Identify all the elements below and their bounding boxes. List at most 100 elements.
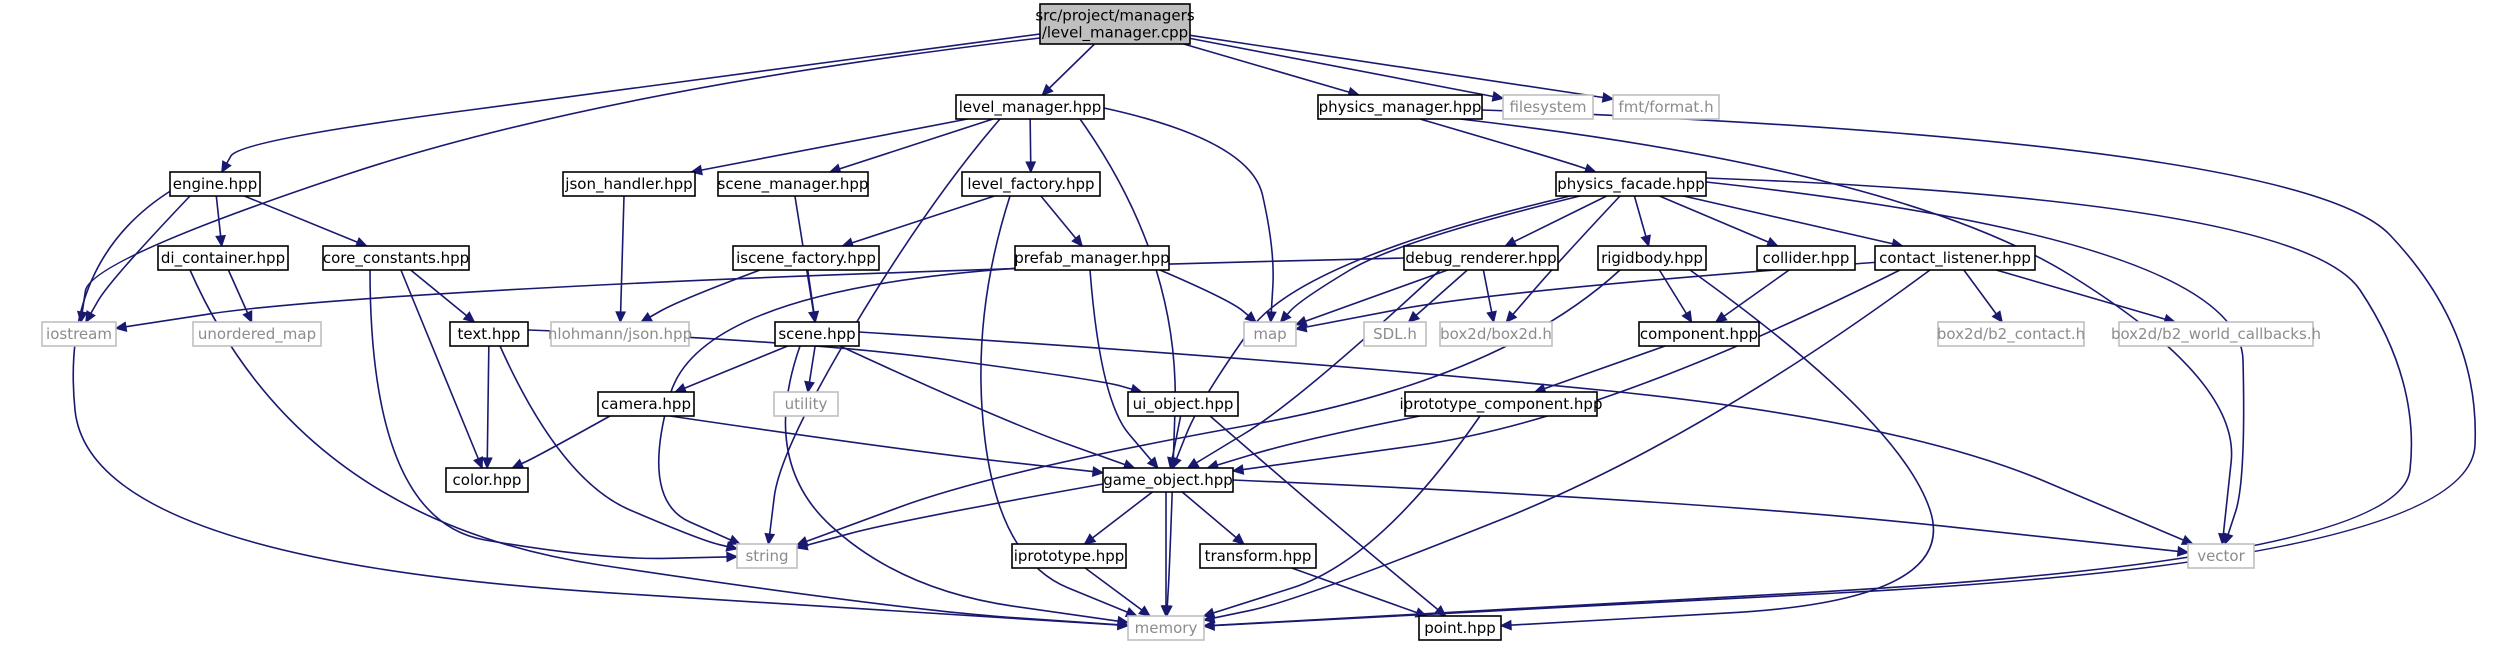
edge-line [221, 33, 1041, 173]
node-box [192, 321, 322, 347]
edge-physics_facade_hpp-to-map [1279, 195, 1581, 324]
node-box [550, 321, 690, 347]
node-component-hpp[interactable]: component.hpp [1638, 321, 1760, 347]
edge-arrowhead [215, 234, 226, 248]
node-box [1756, 245, 1856, 271]
node-collider-hpp[interactable]: collider.hpp [1756, 245, 1856, 271]
edge-prefab_manager_hpp-to-string [657, 267, 1021, 545]
edge-arrowhead [242, 310, 253, 324]
node-rigidbody-hpp[interactable]: rigidbody.hpp [1597, 245, 1707, 271]
node-box [1011, 543, 1127, 569]
node-box [449, 321, 529, 347]
node-ui-object-hpp[interactable]: ui_object.hpp [1127, 391, 1239, 417]
node-iprototype-component-hpp[interactable]: iprototype_component.hpp [1400, 391, 1603, 417]
edge-arrowhead [1407, 310, 1421, 323]
node-label: box2d/b2_contact.h [1937, 325, 2085, 344]
edge-game_object_hpp-to-transform_hpp [1181, 491, 1245, 545]
edge-physics_facade_hpp-to-box2d_box2d_h [1505, 195, 1621, 324]
node-camera-hpp[interactable]: camera.hpp [597, 391, 695, 417]
node-label: contact_listener.hpp [1879, 249, 2031, 268]
edge-line [1419, 118, 1596, 173]
edge-line [1203, 109, 2477, 627]
node-label: iscene_factory.hpp [736, 249, 876, 268]
edge-line [842, 195, 995, 247]
node-box [597, 391, 695, 417]
node-text-hpp[interactable]: text.hpp [449, 321, 529, 347]
node-iprototype-hpp[interactable]: iprototype.hpp [1011, 543, 1127, 569]
edge-line [400, 269, 483, 469]
edge-physics_facade_hpp-to-collider_hpp [1659, 195, 1779, 247]
node-engine-hpp[interactable]: engine.hpp [169, 171, 261, 197]
edge-physics_facade_hpp-to-vector [1705, 181, 2245, 546]
node-label: SDL.h [1373, 325, 1417, 343]
node-box [445, 467, 529, 493]
edge-arrowhead [2176, 545, 2190, 557]
node-core-constants-hpp[interactable]: core_constants.hpp [322, 245, 470, 271]
edge-arrowhead [1294, 321, 1308, 333]
node-level-manager-hpp[interactable]: level_manager.hpp [955, 94, 1105, 120]
node-json-handler-hpp[interactable]: json_handler.hpp [562, 171, 696, 197]
edge-arrowhead [221, 160, 232, 174]
edge-engine_hpp-to-core_constants_hpp [244, 195, 369, 248]
edge-arrowhead [673, 382, 688, 394]
node-debug-renderer-hpp[interactable]: debug_renderer.hpp [1403, 245, 1559, 271]
node-physics-facade-hpp[interactable]: physics_facade.hpp [1555, 171, 1707, 197]
node-label: iprototype_component.hpp [1400, 395, 1603, 414]
edge-line [839, 345, 1135, 469]
node-prefab-manager-hpp[interactable]: prefab_manager.hpp [1014, 245, 1170, 271]
node-label: memory [1135, 619, 1198, 637]
node-label: iprototype.hpp [1014, 547, 1125, 565]
node-box [1612, 94, 1720, 120]
node-box [1199, 543, 1317, 569]
node-label: physics_facade.hpp [1557, 175, 1704, 194]
node-game-object-hpp[interactable]: game_object.hpp [1102, 467, 1234, 493]
edge-line [72, 189, 1129, 627]
node-box [1102, 467, 1234, 493]
node-di-container-hpp[interactable]: di_container.hpp [157, 245, 289, 271]
edge-arrowhead [1167, 456, 1178, 470]
node-label: physics_manager.hpp [1319, 98, 1482, 117]
edge-arrowhead [1640, 234, 1651, 248]
node-transform-hpp[interactable]: transform.hpp [1199, 543, 1317, 569]
node-box2d-b2-contact-h: box2d/b2_contact.h [1937, 321, 2085, 347]
node-point-hpp[interactable]: point.hpp [1418, 615, 1502, 641]
node-box [955, 94, 1105, 120]
edge-line [669, 415, 1104, 474]
edge-arrowhead [1491, 91, 1505, 102]
edge-rigidbody_hpp-to-point_hpp [1499, 269, 1935, 631]
node-box2d-box2d-h: box2d/box2d.h [1439, 321, 1553, 347]
node-label: box2d/b2_world_callbacks.h [2111, 325, 2321, 344]
edge-di_container_hpp-to-unordered_map [227, 269, 253, 324]
node-contact-listener-hpp[interactable]: contact_listener.hpp [1874, 245, 2036, 271]
edge-physics_facade_hpp-to-memory [1202, 177, 2413, 631]
edge-line [1705, 181, 2245, 545]
node-iscene-factory-hpp[interactable]: iscene_factory.hpp [732, 245, 880, 271]
node-label: /level_manager.cpp [1042, 24, 1188, 43]
node-root[interactable]: src/project/managers/level_manager.cpp [1035, 3, 1195, 45]
edge-arrowhead [1244, 310, 1257, 323]
edge-arrowhead [1202, 619, 1215, 631]
node-label: map [1253, 325, 1286, 343]
node-label: nlohmann/json.hpp [548, 325, 692, 343]
node-box [1597, 245, 1707, 271]
node-color-hpp[interactable]: color.hpp [445, 467, 529, 493]
edge-arrowhead [2223, 532, 2234, 546]
node-physics-manager-hpp[interactable]: physics_manager.hpp [1317, 94, 1483, 120]
node-nlohmann-json-hpp: nlohmann/json.hpp [548, 321, 692, 347]
node-scene-hpp[interactable]: scene.hpp [774, 321, 860, 347]
edge-line [1203, 269, 1931, 621]
node-label: scene_manager.hpp [718, 175, 869, 194]
node-box [157, 245, 289, 271]
node-scene-manager-hpp[interactable]: scene_manager.hpp [717, 171, 869, 197]
edge-line [1209, 415, 1447, 617]
node-level-factory-hpp[interactable]: level_factory.hpp [961, 171, 1101, 197]
edge-arrowhead [1124, 606, 1139, 618]
edge-line [1203, 415, 1481, 617]
node-box [1317, 94, 1483, 120]
edge-debug_renderer_hpp-to-sdl_h [1407, 269, 1468, 323]
edge-line [796, 483, 1104, 549]
edge-arrowhead [1091, 466, 1105, 477]
node-map: map [1243, 321, 1297, 347]
node-box [1127, 391, 1239, 417]
